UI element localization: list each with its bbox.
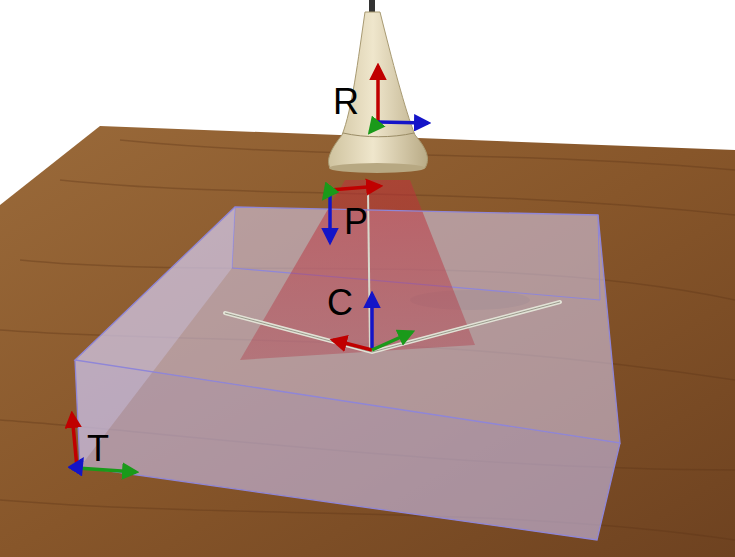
frame-label: T (87, 428, 109, 469)
frame-label-box: T (87, 431, 109, 467)
frame-axes-t (72, 414, 136, 472)
needle-target (225, 190, 560, 352)
frame-label: R (333, 81, 359, 122)
frame-label-box: C (327, 285, 353, 321)
phantom-box-front (75, 207, 620, 540)
frame-axes-r (370, 66, 428, 132)
frame-label: P (344, 201, 368, 242)
ultrasound-probe (329, 0, 428, 173)
frame-axes-p (324, 186, 380, 242)
frame-label-box: P (344, 204, 368, 240)
table (0, 126, 735, 557)
frame-label-box: R (333, 84, 359, 120)
frame-label: C (327, 282, 353, 323)
